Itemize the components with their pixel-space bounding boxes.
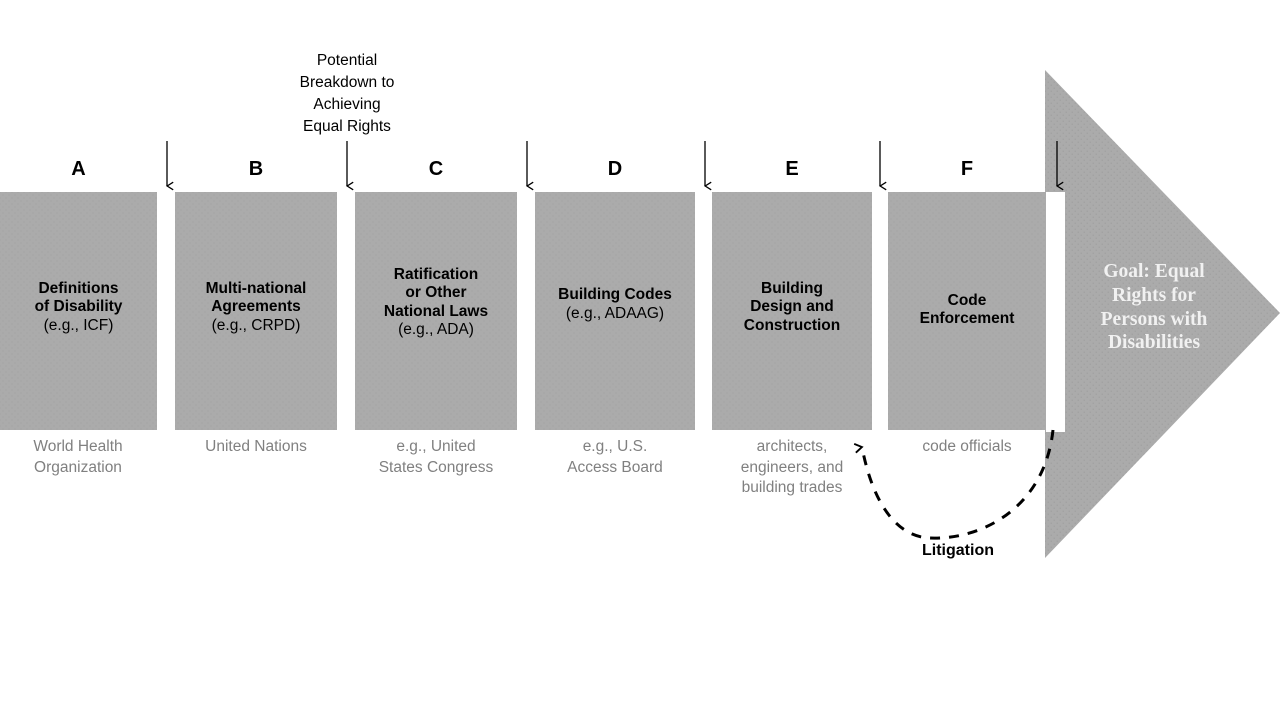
stage-box-c[interactable]: Ratification or Other National Laws (e.g…: [355, 192, 517, 430]
breakdown-note-label: Potential Breakdown to Achieving Equal R…: [299, 52, 395, 136]
stage-letter-a: A: [71, 158, 86, 180]
stage-caption-d: e.g., U.S. Access Board: [567, 438, 663, 476]
stage-box-f-title: Code Enforcement: [919, 292, 1015, 328]
stage-letter-e: E: [785, 158, 799, 180]
stage-letter-b: B: [248, 158, 264, 180]
litigation-label: Litigation: [922, 542, 994, 559]
breakdown-arrow-group: [165, 141, 1064, 191]
goal-text-label: Goal: Equal Rights for Persons with Disa…: [1100, 261, 1208, 354]
stage-caption-c: e.g., United States Congress: [378, 438, 494, 476]
stage-box-b-subtitle: (e.g., CRPD): [211, 317, 301, 334]
stage-box-c-title: Ratification or Other National Laws: [383, 266, 489, 320]
stage-box-b-title: Multi-national Agreements: [205, 280, 307, 316]
stage-box-e-title: Building Design and Construction: [743, 280, 841, 334]
stage-caption-a: World Health Organization: [33, 438, 123, 476]
stage-box-e[interactable]: Building Design and Construction: [712, 192, 872, 430]
stage-box-f[interactable]: Code Enforcement: [888, 192, 1046, 430]
stage-caption-b: United Nations: [205, 438, 307, 455]
stage-box-d[interactable]: Building Codes (e.g., ADAAG): [535, 192, 695, 430]
goal-entry-notch: [1046, 192, 1065, 432]
stage-box-b[interactable]: Multi-national Agreements (e.g., CRPD): [175, 192, 337, 430]
goal-arrow-triangle: [1045, 70, 1280, 558]
stage-letter-d: D: [607, 158, 623, 180]
stage-box-d-title: Building Codes: [558, 286, 672, 303]
stage-caption-e: architects, engineers, and building trad…: [740, 438, 844, 497]
stage-letter-f: F: [960, 158, 974, 180]
stage-box-c-subtitle: (e.g., ADA): [398, 321, 474, 338]
stage-box-a[interactable]: Definitions of Disability (e.g., ICF): [0, 192, 157, 430]
stage-box-a-subtitle: (e.g., ICF): [43, 317, 114, 334]
stage-box-a-title: Definitions of Disability: [34, 280, 123, 316]
litigation-dashed-arrow-icon: [853, 429, 1055, 540]
stage-letter-c: C: [428, 158, 444, 180]
stage-box-d-subtitle: (e.g., ADAAG): [565, 305, 665, 322]
stage-caption-f: code officials: [922, 438, 1012, 455]
